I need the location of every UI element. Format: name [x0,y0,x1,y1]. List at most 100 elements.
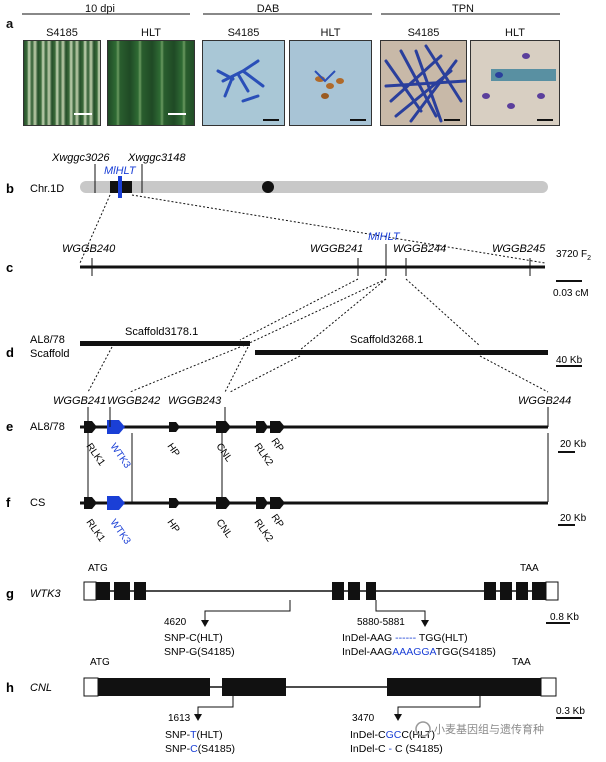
gene-rp-e [270,421,285,433]
chrom-interval [110,181,132,193]
gene-rlk2-f [256,497,268,509]
e-label: AL8/78 [30,421,65,433]
scale-d: 40 Kb [556,355,583,366]
chromosome-1d [80,181,548,193]
h-indel1: InDel-CGCC(HLT) [350,729,435,741]
gene-label-cnl-e: CNL [214,441,235,464]
gene-label-hp-e: HP [165,441,182,459]
gene-hp-e [169,422,180,432]
label-10dpi-hlt: HLT [141,27,161,39]
mlhlt-locus-mark [118,176,122,198]
marker-wggb242: WGGB242 [107,395,160,407]
gene-label-rlk2-e: RLK2 [252,441,276,468]
gene-label-wtk3-e: WTK3 [108,441,133,470]
h-gene-label: CNL [30,682,52,694]
dab-hlt-spores [314,70,366,121]
wtk3-exon [532,582,546,600]
gene-rp-f [270,497,285,509]
panel-d-letter: d [6,345,14,360]
gene-label-wtk3-f: WTK3 [108,517,133,546]
marker-wggb244-e: WGGB244 [518,395,571,407]
marker-wggb240: WGGB240 [62,243,116,255]
panel-h-letter: h [6,680,14,695]
scale-bar [74,113,92,115]
wtk3-exon [332,582,344,600]
watermark: 小麦基因组与遗传育种 [434,722,544,736]
label-tpn-s4185: S4185 [407,27,440,39]
photo-tpn-s4185 [380,40,467,126]
photo-10dpi-hlt [107,40,195,126]
h-indel2: InDel-C - C (S4185) [350,743,443,755]
gene-wtk3-f [107,496,125,510]
wtk3-exon [134,582,146,600]
g-pointer-2 [375,600,426,622]
dab-s4185-hyphae [216,59,279,121]
g-snp1: SNP-C(HLT) [164,632,223,644]
gene-mlhlt-b: MlHLT [104,165,137,177]
scale-h: 0.3 Kb [556,706,585,717]
g-pos2: 5880-5881 [357,617,405,628]
scale-e: 20 Kb [560,439,587,450]
gene-label-rp-e: RP [269,436,286,454]
gene-cnl-e [216,421,231,433]
marker-xwggc3026: Xwggc3026 [51,152,110,164]
g-snp2: SNP-G(S4185) [164,646,235,658]
panel-e-letter: e [6,419,13,434]
photo-10dpi-s4185 [23,40,101,126]
gene-cnl-f [216,497,231,509]
gene-label-rp-f: RP [269,512,286,530]
g-atg: ATG [88,563,108,574]
label-tpn-hlt: HLT [505,27,525,39]
scaffold-3268-label: Scaffold3268.1 [350,334,423,346]
wtk3-exon [516,582,528,600]
photo-tpn-hlt [470,40,560,126]
tpn-hlt-cells [482,53,556,121]
h-snp1: SNP-T(HLT) [165,729,223,741]
h-atg: ATG [90,657,110,668]
gene-label-rlk2-f: RLK2 [252,517,276,544]
wtk3-utr3 [545,581,559,601]
panel-a-letter: a [6,16,14,31]
gene-rlk1-f [84,497,97,509]
tpn-s4185-hyphae [384,44,466,123]
gene-mlhlt-c: MlHLT [368,231,401,243]
label-dab-s4185: S4185 [227,27,260,39]
f-label: CS [30,497,45,509]
cnl-exon [98,678,210,696]
scale-c: 0.03 cM [553,288,589,299]
marker-wggb244-c: WGGB244 [393,243,446,255]
scale-f: 20 Kb [560,513,587,524]
cnl-exon [387,678,541,696]
panel-c-letter: c [6,260,13,275]
wtk3-exon [500,582,512,600]
wtk3-exon [96,582,110,600]
g-pos1: 4620 [164,617,187,628]
wtk3-exon [114,582,130,600]
h-pos2: 3470 [352,713,375,724]
g-gene-label: WTK3 [30,588,61,600]
d-label-scaffold: Scaffold [30,348,70,360]
g-indel1: InDel-AAG ------ TGG(HLT) [342,632,468,644]
wtk3-utr5 [83,581,97,601]
scale-bar [168,113,186,115]
scaffold-3178 [80,341,250,346]
header-tpn: TPN [452,3,474,15]
population-size: 3720 F2 [556,249,591,262]
marker-wggb241-c: WGGB241 [310,243,363,255]
scale-g: 0.8 Kb [550,612,579,623]
marker-wggb245: WGGB245 [492,243,546,255]
cnl-exon [222,678,286,696]
cnl-utr5 [83,677,99,697]
gene-label-cnl-f: CNL [214,517,235,540]
gene-label-hp-f: HP [165,517,182,535]
label-10dpi-s4185: S4185 [46,27,78,39]
panel-a-header-lines [22,13,560,15]
cnl-utr3 [540,677,557,697]
h-pointer-2 [397,696,481,716]
marker-xwggc3148: Xwggc3148 [127,152,186,164]
wechat-logo-icon [415,721,431,737]
d-label-al878: AL8/78 [30,334,65,346]
marker-wggb243: WGGB243 [168,395,222,407]
h-taa: TAA [512,657,531,668]
header-dab: DAB [256,3,280,15]
